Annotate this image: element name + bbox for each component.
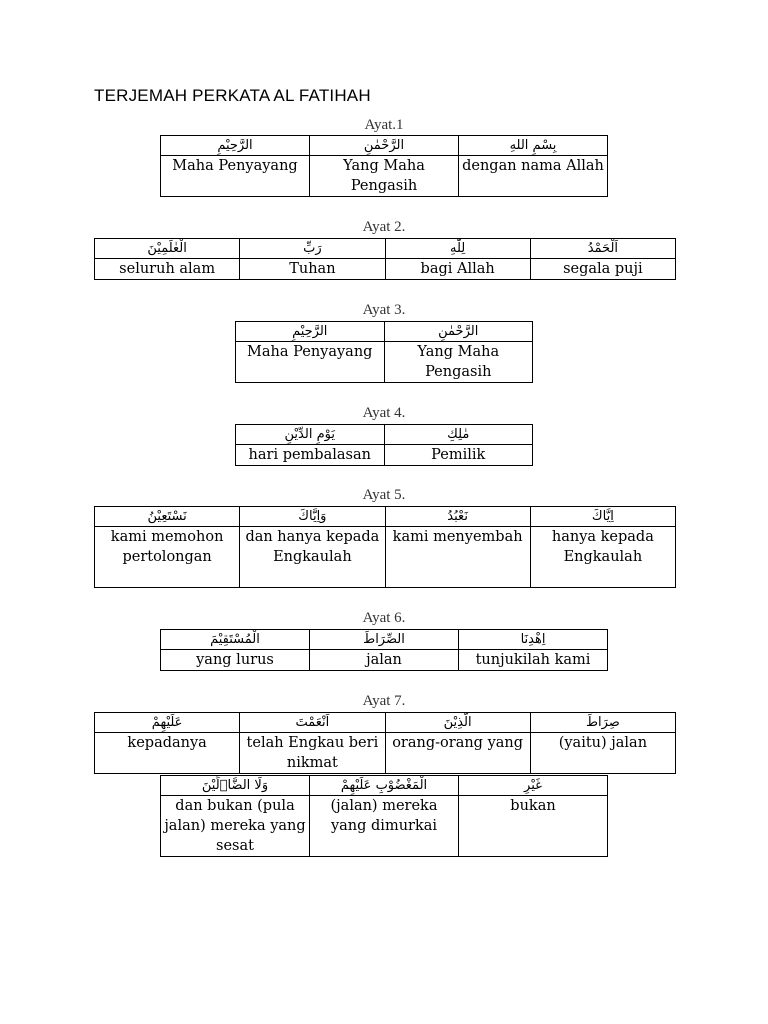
- arabic-word: الرَّحْمٰنِ: [383, 321, 533, 342]
- ayat-label: Ayat 3.: [362, 302, 406, 318]
- arabic-word: وَاِيَّاكَ: [239, 506, 386, 527]
- arabic-word: الْمَغْضُوْبِ عَلَيْهِمْ: [309, 775, 459, 796]
- translation-table: الرَّحِيْمِ الرَّحْمٰنِ Maha Penyayang Y…: [235, 321, 533, 383]
- arabic-word: بِسْمِ اللهِ: [458, 135, 608, 156]
- arabic-word: لِلّٰهِ: [384, 238, 531, 259]
- meaning-cell: jalan: [309, 649, 459, 671]
- arabic-word: غَيْرِ: [458, 775, 608, 796]
- translation-table: يَوْمِ الدِّيْنِ مٰلِكِ hari pembalasan …: [235, 424, 533, 466]
- meaning-cell: kami menyembah: [384, 526, 531, 588]
- ayat-label: Ayat.1: [364, 117, 404, 133]
- arabic-word: الصِّرَاطَ: [309, 629, 459, 650]
- meaning-cell: (jalan) mereka yang dimurkai: [309, 795, 459, 857]
- arabic-word: الْمُسْتَقِيْمَ: [160, 629, 310, 650]
- arabic-word: صِرَاطَ: [529, 712, 677, 733]
- meaning-cell: hari pembalasan: [235, 444, 385, 466]
- arabic-word: اِيَّاكَ: [529, 506, 677, 527]
- arabic-word: الَّذِيْنَ: [384, 712, 531, 733]
- page-title: TERJEMAH PERKATA AL FATIHAH: [94, 86, 371, 105]
- arabic-word: يَوْمِ الدِّيْنِ: [235, 424, 385, 445]
- arabic-word: اَلْحَمْدُ: [529, 238, 677, 259]
- ayat-label: Ayat 7.: [362, 693, 406, 709]
- translation-table: الرَّحِيْمِ الرَّحْمٰنِ بِسْمِ اللهِ Mah…: [160, 135, 608, 197]
- meaning-cell: dan hanya kepada Engkaulah: [239, 526, 386, 588]
- ayat-label: Ayat 5.: [362, 487, 406, 503]
- arabic-word: اِهْدِنَا: [458, 629, 608, 650]
- arabic-word: نَسْتَعِيْنُ: [93, 506, 241, 527]
- meaning-cell: bukan: [458, 795, 608, 857]
- arabic-word: الرَّحِيْمِ: [235, 321, 385, 342]
- meaning-cell: yang lurus: [160, 649, 310, 671]
- meaning-cell: dengan nama Allah: [458, 155, 608, 197]
- arabic-word: الرَّحْمٰنِ: [309, 135, 459, 156]
- arabic-word: اَنْعَمْتَ: [239, 712, 386, 733]
- meaning-cell: telah Engkau beri nikmat: [239, 732, 386, 774]
- meaning-cell: (yaitu) jalan: [529, 732, 677, 774]
- arabic-word: الْعٰلَمِيْنَ: [93, 238, 241, 259]
- arabic-word: مٰلِكِ: [383, 424, 533, 445]
- meaning-cell: Maha Penyayang: [160, 155, 310, 197]
- translation-table: عَلَيْهِمْ اَنْعَمْتَ الَّذِيْنَ صِرَاطَ…: [93, 712, 677, 774]
- meaning-cell: orang-orang yang: [384, 732, 531, 774]
- meaning-cell: Pemilik: [383, 444, 533, 466]
- meaning-cell: kepadanya: [93, 732, 241, 774]
- translation-table: وَلَا الضَّاۤلِّيْنَ الْمَغْضُوْبِ عَلَي…: [160, 775, 608, 857]
- arabic-word: نَعْبُدُ: [384, 506, 531, 527]
- ayat-label: Ayat 6.: [362, 610, 406, 626]
- translation-table: الْعٰلَمِيْنَ رَبِّ لِلّٰهِ اَلْحَمْدُ s…: [93, 238, 677, 280]
- meaning-cell: segala puji: [529, 258, 677, 280]
- translation-table: الْمُسْتَقِيْمَ الصِّرَاطَ اِهْدِنَا yan…: [160, 629, 608, 671]
- meaning-cell: Tuhan: [239, 258, 386, 280]
- arabic-word: الرَّحِيْمِ: [160, 135, 310, 156]
- meaning-cell: bagi Allah: [384, 258, 531, 280]
- translation-table: نَسْتَعِيْنُ وَاِيَّاكَ نَعْبُدُ اِيَّاك…: [93, 506, 677, 588]
- meaning-cell: hanya kepada Engkaulah: [529, 526, 677, 588]
- meaning-cell: Yang Maha Pengasih: [383, 341, 533, 383]
- ayat-label: Ayat 4.: [362, 405, 406, 421]
- meaning-cell: seluruh alam: [93, 258, 241, 280]
- meaning-cell: Yang Maha Pengasih: [309, 155, 459, 197]
- ayat-label: Ayat 2.: [362, 219, 406, 235]
- arabic-word: وَلَا الضَّاۤلِّيْنَ: [160, 775, 310, 796]
- arabic-word: عَلَيْهِمْ: [93, 712, 241, 733]
- meaning-cell: kami memohon pertolongan: [93, 526, 241, 588]
- meaning-cell: tunjukilah kami: [458, 649, 608, 671]
- arabic-word: رَبِّ: [239, 238, 386, 259]
- meaning-cell: Maha Penyayang: [235, 341, 385, 383]
- meaning-cell: dan bukan (pula jalan) mereka yang sesat: [160, 795, 310, 857]
